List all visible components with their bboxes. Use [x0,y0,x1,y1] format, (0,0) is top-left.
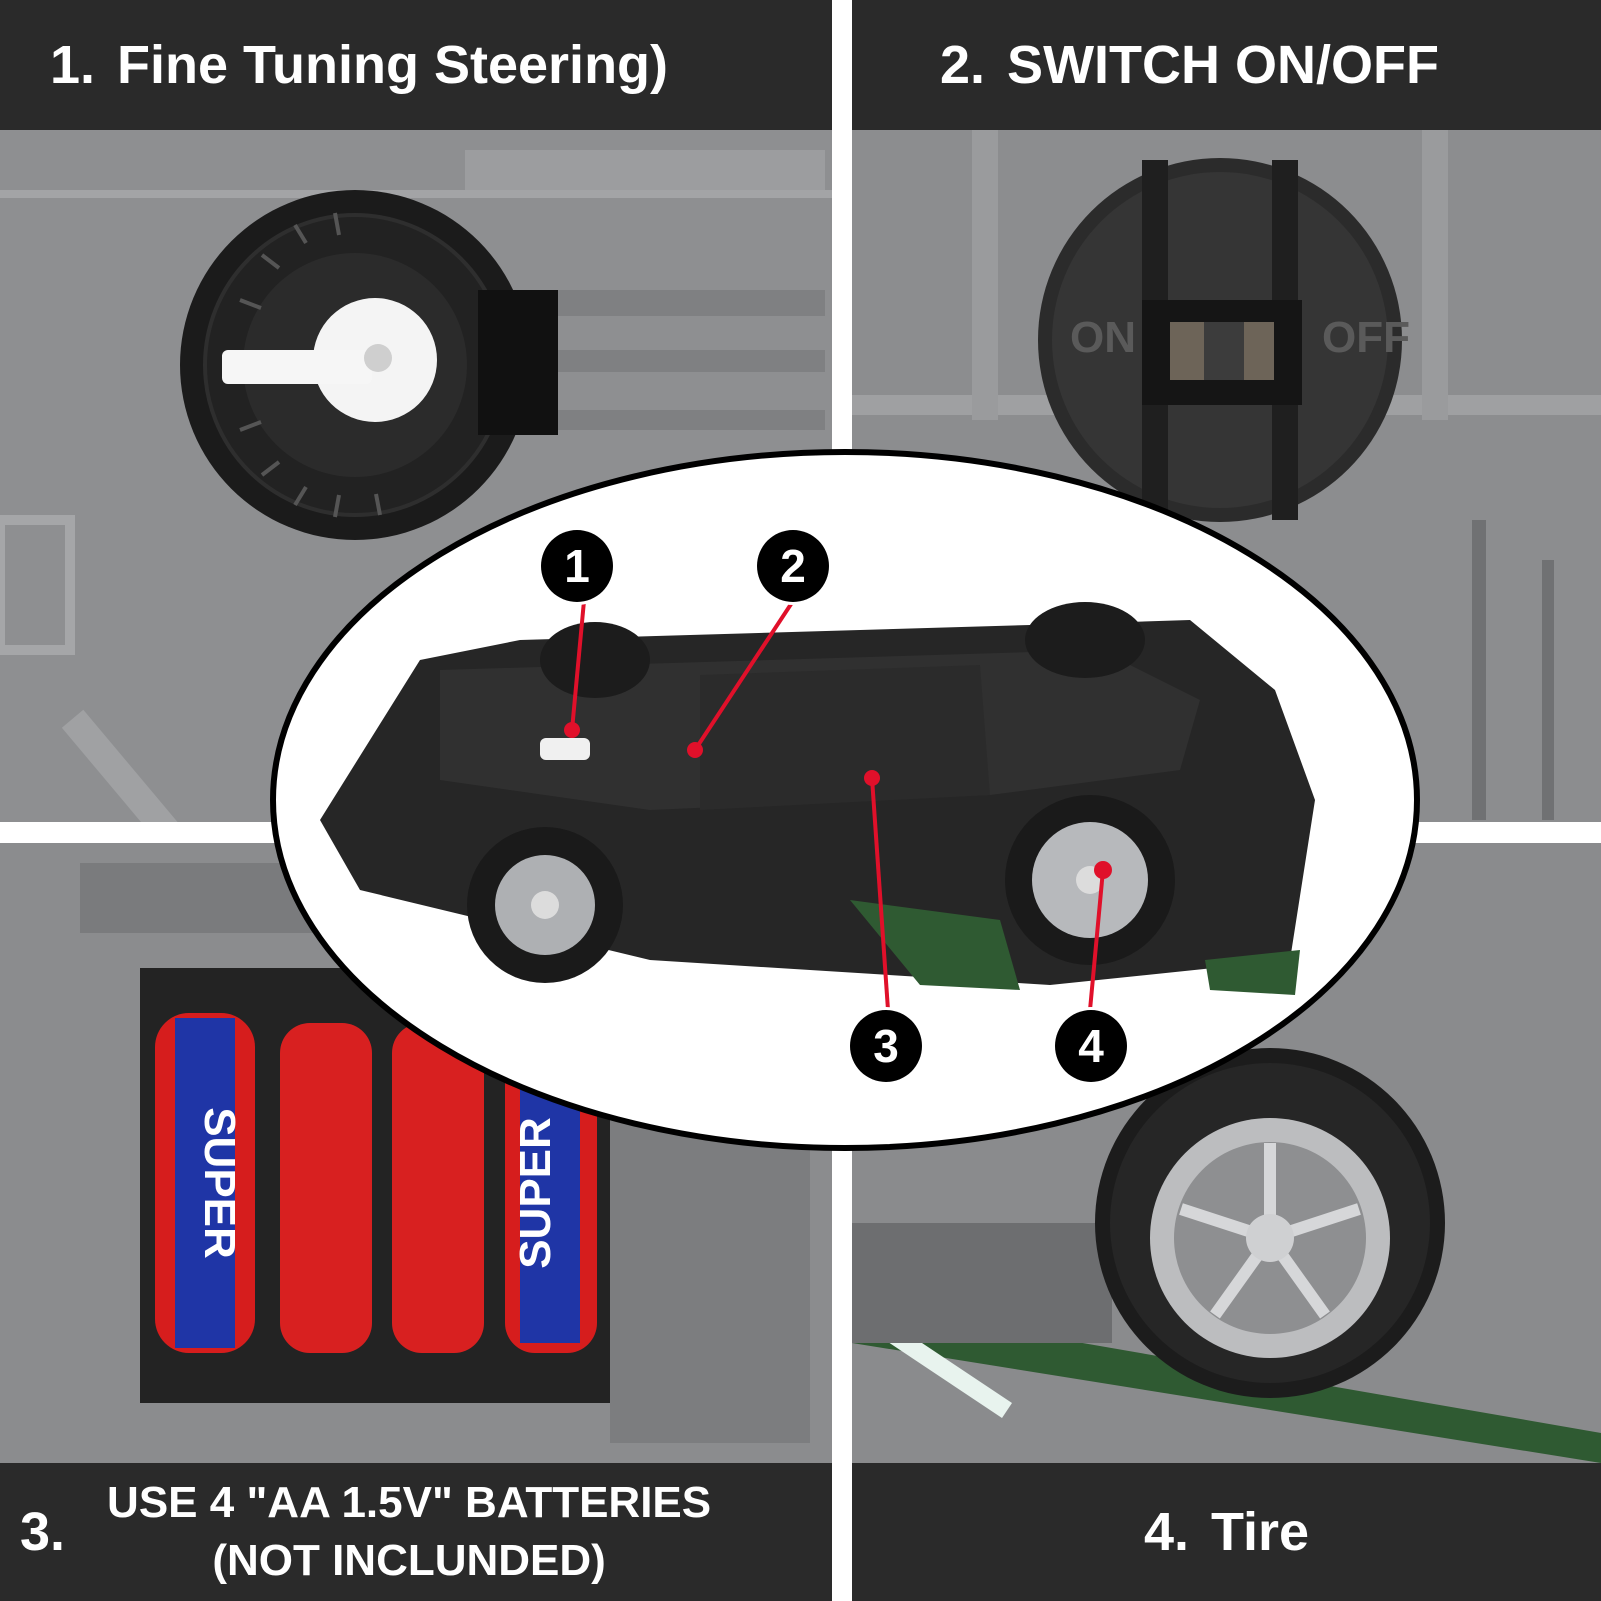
callout-2: 2 [757,530,829,602]
pointer-dots [564,722,1112,879]
panel-batteries: SUPER SUPER 3. USE 4 "AA 1.5V" BATTERIES… [0,843,832,1601]
callout-3: 3 [850,1010,922,1082]
panel-4-caption-bar: 4. Tire [852,1463,1601,1601]
battery-1-brand: SUPER [195,1107,244,1259]
panel-4-title: Tire [1210,1502,1310,1562]
panel-3-number: 3. [20,1502,66,1562]
panel-3-caption-bar: 3. USE 4 "AA 1.5V" BATTERIES (NOT INCLUN… [0,1463,832,1601]
panel-4-number: 4. [1143,1502,1189,1562]
panel-2-number: 2. [940,35,986,95]
panel-1-title: Fine Tuning Steering) [117,35,669,95]
battery-4-brand: SUPER [511,1117,560,1269]
callout-4: 4 [1055,1010,1127,1082]
switch-off-label: OFF [1322,313,1410,362]
panel-3-title-line-2: (NOT INCLUNDED) [212,1536,606,1585]
panel-switch-on-off: ON OFF 2. SWITCH ON/OFF [852,0,1601,822]
rc-car-photo [320,602,1315,995]
callout-1: 1 [541,530,613,602]
panel-1-number: 1. [50,35,96,95]
steering-trim-photo [0,0,832,822]
panel-1-caption-bar: 1. Fine Tuning Steering) [0,0,832,130]
panel-3-title-line-1: USE 4 "AA 1.5V" BATTERIES [107,1478,712,1527]
pointer-lines [570,589,1105,1011]
switch-on-label: ON [1070,313,1136,362]
panel-2-caption-bar: 2. SWITCH ON/OFF [852,0,1601,130]
panel-2-title: SWITCH ON/OFF [1007,35,1439,95]
power-switch-photo: ON OFF [852,0,1601,822]
panel-fine-tuning-steering: 1. Fine Tuning Steering) [0,0,832,822]
